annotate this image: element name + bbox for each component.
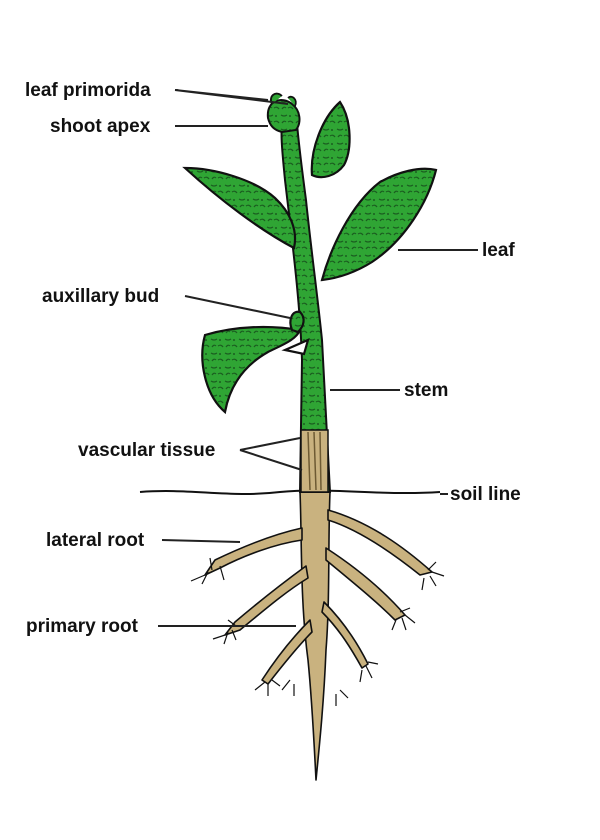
- label-vascular-tissue: vascular tissue: [78, 440, 215, 461]
- lateral-root: [204, 509, 433, 685]
- labels: leaf primorida shoot apex leaf auxillary…: [25, 80, 521, 637]
- label-auxillary-bud: auxillary bud: [42, 286, 159, 307]
- label-stem: stem: [404, 380, 448, 401]
- leaves: [182, 100, 438, 415]
- label-leaf: leaf: [482, 240, 515, 261]
- label-soil-line: soil line: [450, 484, 521, 505]
- primary-root: [299, 491, 331, 781]
- label-shoot-apex: shoot apex: [50, 116, 151, 137]
- label-primary-root: primary root: [26, 616, 139, 637]
- label-leaf-primorida: leaf primorida: [25, 80, 151, 101]
- label-lateral-root: lateral root: [46, 530, 145, 551]
- leaf-top-right: [310, 100, 351, 179]
- root-system: [190, 491, 445, 781]
- leader-lines: [158, 89, 478, 627]
- leaf-lower-left: [201, 325, 302, 415]
- auxillary-bud: [289, 310, 305, 334]
- soil-line: [139, 489, 441, 495]
- leaf-left: [182, 166, 297, 250]
- shoot-apex: [266, 92, 301, 134]
- root-hairs: [190, 557, 445, 706]
- leaf-right: [320, 167, 438, 282]
